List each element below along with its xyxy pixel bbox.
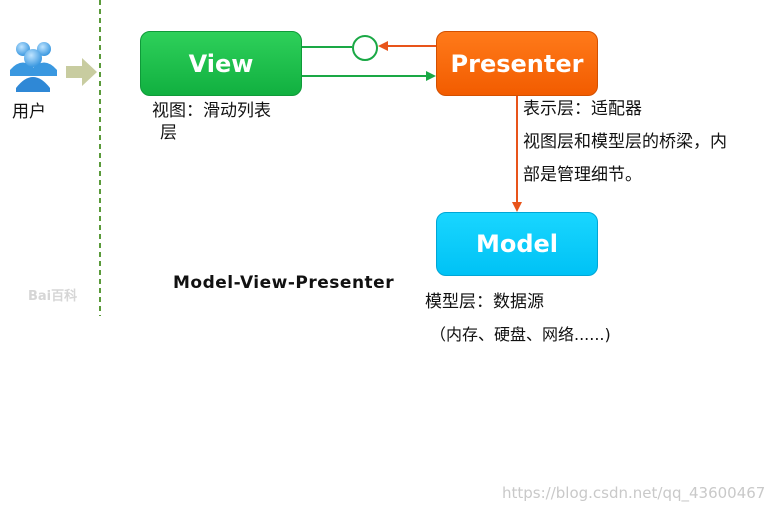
view-description-line2: 层 [160, 123, 177, 143]
interface-circle-icon [352, 35, 378, 61]
presenter-box: Presenter [436, 31, 598, 96]
model-description-line1: 模型层：数据源 [425, 292, 544, 312]
presenter-description-line3: 部是管理细节。 [523, 165, 642, 185]
view-description-line1: 视图：滑动列表 [152, 101, 271, 121]
model-box: Model [436, 212, 598, 276]
user-label: 用户 [12, 102, 46, 122]
user-arrow-icon [66, 58, 97, 86]
presenter-description-line1: 表示层：适配器 [523, 99, 642, 119]
diagram-caption: Model-View-Presenter [173, 273, 395, 293]
csdn-watermark: https://blog.csdn.net/qq_43600467 [502, 484, 765, 502]
model-description-line2: （内存、硬盘、网络......) [430, 325, 611, 344]
view-box: View [140, 31, 302, 96]
presenter-description-line2: 视图层和模型层的桥梁，内 [523, 132, 727, 152]
baidu-watermark: Bai百科 [28, 289, 78, 304]
users-icon [10, 42, 57, 92]
